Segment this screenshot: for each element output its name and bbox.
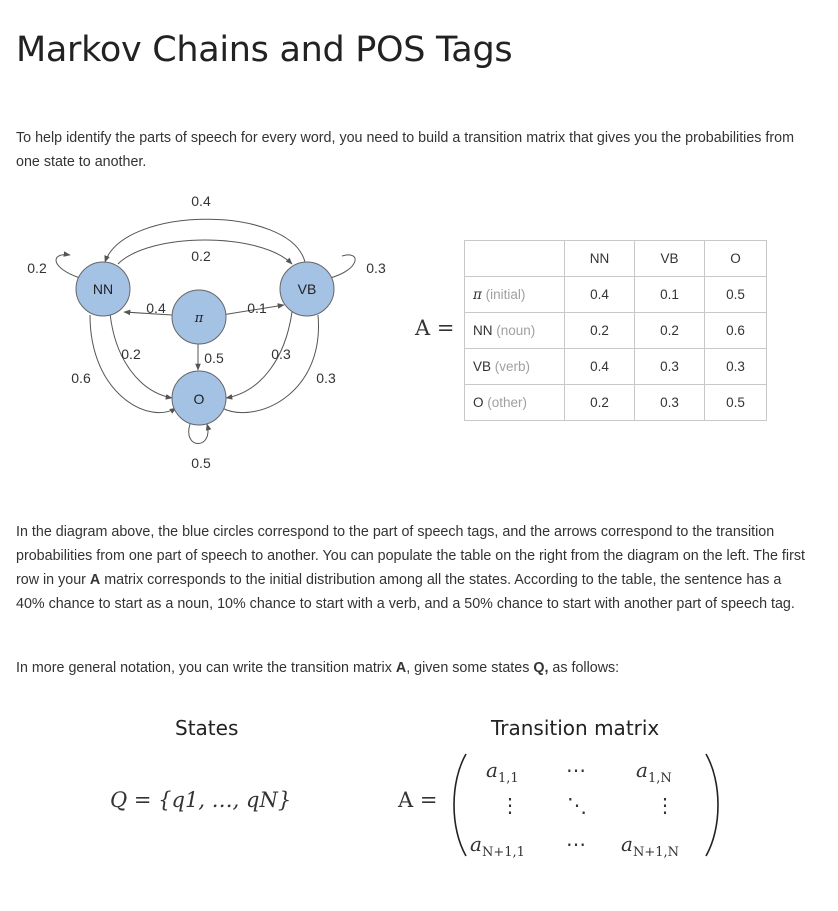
edge-vb-nn-outer	[104, 218, 306, 263]
table-cell: 0.6	[704, 312, 767, 349]
node-o	[171, 370, 227, 426]
row-label: O (other)	[464, 384, 565, 421]
label-vb-self: 0.3	[366, 260, 386, 276]
edge-vb-o-inner	[225, 311, 293, 400]
label-nn-o-outer: 0.6	[71, 370, 91, 386]
page-title: Markov Chains and POS Tags	[16, 30, 513, 70]
table-corner	[464, 240, 565, 277]
row-label: NN (noun)	[464, 312, 565, 349]
matrix-lhs: A =	[415, 316, 455, 340]
table-header-row: NN VB O	[464, 240, 767, 277]
col-header: O	[704, 240, 767, 277]
row-label: π (initial)	[464, 276, 565, 313]
label-pi-nn: 0.4	[146, 300, 166, 316]
label-vb-o-inner: 0.3	[271, 346, 291, 362]
edge-nn-o-outer	[89, 314, 177, 414]
table-cell: 0.3	[704, 348, 767, 385]
node-vb	[279, 261, 335, 317]
table-row: π (initial) 0.4 0.1 0.5	[464, 276, 767, 313]
general-matrix-lhs: A =	[398, 788, 438, 812]
edge-nn-o-inner	[109, 312, 173, 400]
table-row: NN (noun) 0.2 0.2 0.6	[464, 312, 767, 349]
label-nn-self: 0.2	[27, 260, 47, 276]
table-row: VB (verb) 0.4 0.3 0.3	[464, 348, 767, 385]
node-nn-label: NN	[93, 281, 113, 297]
matrix-cell-a1n: a1,N	[636, 758, 672, 786]
edge-vb-o-outer	[221, 314, 319, 413]
label-top-inner: 0.2	[191, 248, 211, 264]
table-cell: 0.4	[564, 276, 635, 313]
table-row: O (other) 0.2 0.3 0.5	[464, 384, 767, 421]
table-cell: 0.2	[564, 312, 635, 349]
intro-paragraph: To help identify the parts of speech for…	[16, 130, 795, 170]
col-header: VB	[634, 240, 705, 277]
label-vb-o-outer: 0.3	[316, 370, 336, 386]
node-vb-label: VB	[298, 281, 317, 297]
label-pi-o: 0.5	[204, 350, 224, 366]
table-cell: 0.2	[634, 312, 705, 349]
explanation-paragraph: In the diagram above, the blue circles c…	[16, 524, 805, 612]
edge-nn-self	[55, 251, 81, 279]
label-top-outer: 0.4	[191, 193, 211, 209]
vdots-right: ⋮	[655, 793, 675, 817]
table-cell: 0.3	[634, 384, 705, 421]
node-o-label: O	[194, 391, 205, 407]
col-header: NN	[564, 240, 635, 277]
table-cell: 0.3	[634, 348, 705, 385]
edge-pi-vb	[221, 303, 285, 316]
transition-table: NN VB O π (initial) 0.4 0.1 0.5 NN (noun…	[464, 240, 767, 421]
edge-o-self	[188, 423, 212, 444]
table-cell: 0.5	[704, 276, 767, 313]
row-label: VB (verb)	[464, 348, 565, 385]
matrix-cell-a11: a1,1	[486, 758, 519, 786]
hdots-top: ⋯	[566, 758, 586, 782]
label-o-self: 0.5	[191, 455, 211, 471]
edge-vb-self	[329, 254, 356, 279]
edge-nn-vb-inner	[117, 239, 293, 265]
matrix-cell-an11: aN+1,1	[470, 832, 525, 860]
states-caption: States	[175, 716, 239, 740]
node-nn	[75, 261, 131, 317]
edge-pi-nn	[123, 309, 173, 316]
table-cell: 0.5	[704, 384, 767, 421]
matrix-parentheses	[453, 753, 719, 857]
table-cell: 0.1	[634, 276, 705, 313]
vdots-left: ⋮	[500, 793, 520, 817]
states-set: Q = {q1, …, qN}	[110, 788, 292, 812]
table-cell: 0.4	[564, 348, 635, 385]
transition-caption: Transition matrix	[491, 716, 660, 740]
node-pi-label: π	[194, 311, 204, 326]
label-nn-o-inner: 0.2	[121, 346, 141, 362]
table-cell: 0.2	[564, 384, 635, 421]
label-pi-vb: 0.1	[247, 300, 267, 316]
ddots-center: ⋱	[567, 793, 587, 817]
node-pi	[171, 289, 227, 345]
markov-diagram: NN VB π O 0.4 0.2 0.2 0.3 0.4 0.1 0.2 0.…	[27, 193, 386, 471]
matrix-cell-an1n: aN+1,N	[621, 832, 679, 860]
notation-paragraph: In more general notation, you can write …	[16, 660, 620, 676]
hdots-bottom: ⋯	[566, 832, 586, 856]
